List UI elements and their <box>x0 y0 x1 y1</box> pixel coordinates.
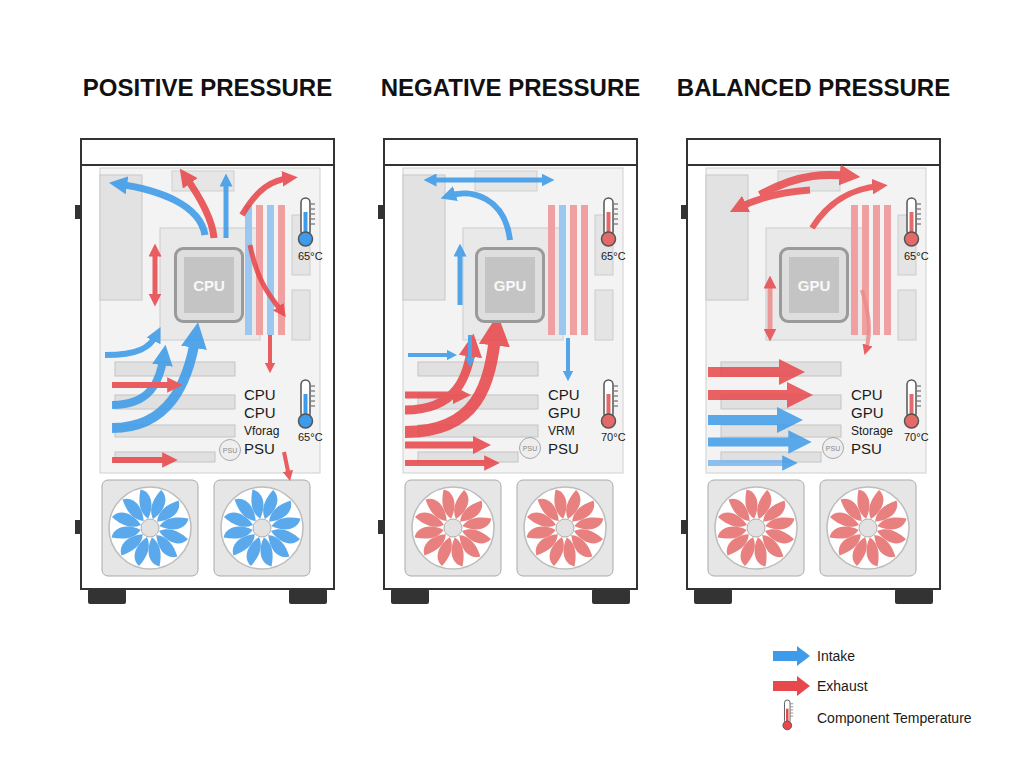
component-label: CPU <box>244 387 276 404</box>
airflow-negative <box>405 180 568 463</box>
airflow-arrow <box>153 250 158 300</box>
airflow-arrow <box>708 390 800 400</box>
component-label: PSU <box>244 441 275 458</box>
psu-badge: PSU <box>219 439 241 461</box>
case-art <box>681 138 941 604</box>
component-label: CPU <box>851 387 883 404</box>
psu-label: PSU <box>523 445 537 452</box>
legend-swatch <box>773 651 797 661</box>
airflow-arrow <box>768 282 773 335</box>
legend-text: Intake <box>817 648 855 664</box>
airflow-arrow <box>405 392 462 399</box>
airflow-arrow <box>738 190 810 208</box>
component-label: Storage <box>851 425 893 438</box>
temperature-reading: 65°C <box>904 250 929 262</box>
legend-arrowhead <box>797 646 810 666</box>
airflow-arrow <box>862 290 869 350</box>
airflow-arrow <box>185 176 214 238</box>
processor-chip: CPU <box>174 247 244 323</box>
chip-label: GPU <box>798 277 831 294</box>
chip-label: GPU <box>494 277 527 294</box>
component-label: GPU <box>548 405 581 422</box>
pc-case: POSITIVE PRESSURECPUPSU <box>80 138 335 590</box>
airflow-arrow <box>105 334 157 355</box>
airflow-arrow <box>468 335 472 362</box>
airflow-arrow <box>708 460 790 466</box>
airflow-arrow <box>112 457 170 463</box>
case-title: BALANCED PRESSURE <box>628 74 999 102</box>
airflow-arrow <box>405 345 472 410</box>
temperature-reading: 65°C <box>298 250 323 262</box>
airflow-arrow <box>224 180 229 238</box>
chip-label: CPU <box>193 277 225 294</box>
case-title: POSITIVE PRESSURE <box>22 74 393 102</box>
temperature-reading: 70°C <box>601 431 626 443</box>
legend-swatch <box>773 681 797 691</box>
airflow-arrow <box>112 382 175 388</box>
ram-sticks <box>245 205 891 335</box>
component-label: VRM <box>548 425 575 438</box>
airflow-positive <box>105 176 290 476</box>
temperature-reading: 65°C <box>298 431 323 443</box>
legend-arrowhead <box>797 676 810 696</box>
temperature-reading: 65°C <box>601 250 626 262</box>
legend-thermometer <box>783 700 793 730</box>
airflow-arrow <box>268 335 272 368</box>
component-label: CPU <box>244 405 276 422</box>
airflow-arrow <box>408 353 452 357</box>
case-title: NEGATIVE PRESSURE <box>325 74 696 102</box>
airflow-arrow <box>708 415 790 425</box>
airflow-arrow <box>708 367 792 377</box>
psu-label: PSU <box>223 447 237 454</box>
processor-chip: GPU <box>779 247 849 323</box>
component-label: PSU <box>851 441 882 458</box>
psu-badge: PSU <box>519 437 541 459</box>
component-label: CPU <box>548 387 580 404</box>
airflow-arrow <box>250 245 282 312</box>
pc-case: BALANCED PRESSUREGPUPSU <box>686 138 941 590</box>
case-art <box>378 138 638 604</box>
case-art <box>75 138 335 604</box>
processor-chip: GPU <box>475 247 545 323</box>
pc-case: NEGATIVE PRESSUREGPUPSU <box>383 138 638 590</box>
airflow-arrow <box>405 460 492 466</box>
airflow-arrow <box>812 186 880 228</box>
airflow-arrow <box>112 335 196 428</box>
airflow-arrow <box>458 250 463 305</box>
psu-badge: PSU <box>822 437 844 459</box>
airflow-arrow <box>448 193 510 240</box>
component-label: Vforag <box>244 425 279 438</box>
airflow-arrow <box>566 338 570 376</box>
component-label: PSU <box>548 441 579 458</box>
temperature-reading: 70°C <box>904 431 929 443</box>
airflow-arrow <box>242 178 290 215</box>
legend-text: Component Temperature <box>817 710 972 726</box>
airflow-arrow <box>405 442 482 449</box>
airflow-arrow <box>405 330 496 432</box>
airflow-arrow <box>284 452 289 476</box>
psu-label: PSU <box>826 445 840 452</box>
legend-text: Exhaust <box>817 678 868 694</box>
component-label: GPU <box>851 405 884 422</box>
airflow-arrow <box>430 178 548 183</box>
airflow-arrow <box>708 438 800 447</box>
airflow-arrow <box>112 355 164 405</box>
